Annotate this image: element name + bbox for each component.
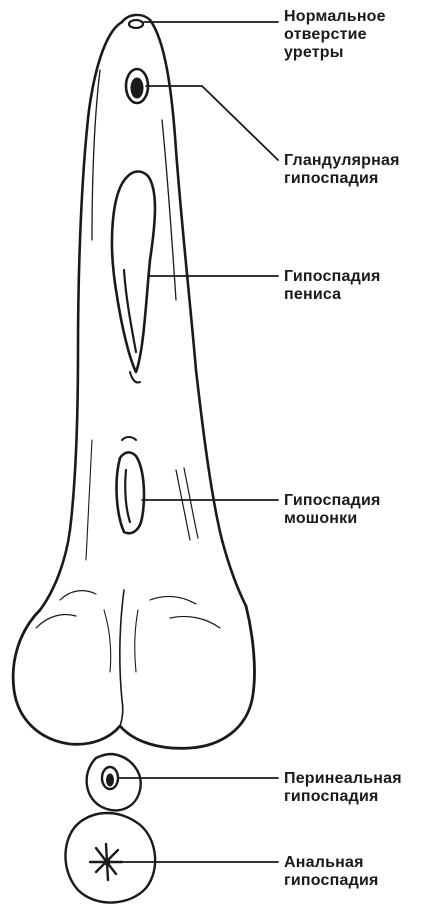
label-line: гипоспадия: [284, 872, 379, 890]
shaft-outline-right: [150, 20, 246, 606]
scrotum-wrinkle: [104, 610, 111, 672]
scrotum-wrinkle: [170, 616, 220, 628]
normal-urethral-opening: [129, 20, 143, 28]
label-line: Гипоспадия: [284, 492, 381, 510]
scrotal-opening-inner: [125, 470, 130, 522]
shaft-shading: [184, 468, 198, 538]
label-line: уретры: [284, 44, 386, 62]
scrotum-wrinkle: [135, 610, 138, 672]
label-penile-hypospadias: Гипоспадия пениса: [284, 268, 381, 304]
label-line: Анальная: [284, 854, 379, 872]
scrotum-wrinkle: [36, 615, 76, 629]
label-line: Гипоспадия: [284, 268, 381, 286]
label-line: Перинеальная: [284, 770, 402, 788]
penile-opening-mark: [130, 372, 140, 383]
label-line: Нормальное: [284, 8, 386, 26]
label-line: пениса: [284, 286, 381, 304]
scrotum-wrinkle: [150, 597, 196, 604]
label-normal-urethra: Нормальное отверстие уретры: [284, 8, 386, 62]
shaft-shading: [92, 70, 100, 240]
label-line: отверстие: [284, 26, 386, 44]
label-glandular-hypospadias: Гландулярная гипоспадия: [284, 152, 400, 188]
label-line: гипоспадия: [284, 788, 402, 806]
leader-line-glandular: [146, 86, 278, 160]
label-line: Гландулярная: [284, 152, 400, 170]
scrotal-opening-mark: [122, 437, 136, 440]
anal-opening-center: [104, 859, 110, 865]
perineal-opening-inner: [107, 774, 114, 786]
label-anal-hypospadias: Анальная гипоспадия: [284, 854, 379, 890]
label-perineal-hypospadias: Перинеальная гипоспадия: [284, 770, 402, 806]
scrotum-raphe: [120, 590, 124, 726]
shaft-shading: [162, 120, 176, 300]
label-line: мошонки: [284, 510, 381, 528]
label-scrotal-hypospadias: Гипоспадия мошонки: [284, 492, 381, 528]
shaft-shading: [176, 470, 190, 540]
shaft-shading: [86, 440, 92, 560]
shaft-outline: [40, 22, 122, 610]
label-line: гипоспадия: [284, 170, 400, 188]
scrotum-wrinkle: [60, 591, 96, 600]
glandular-opening-inner: [131, 78, 143, 98]
